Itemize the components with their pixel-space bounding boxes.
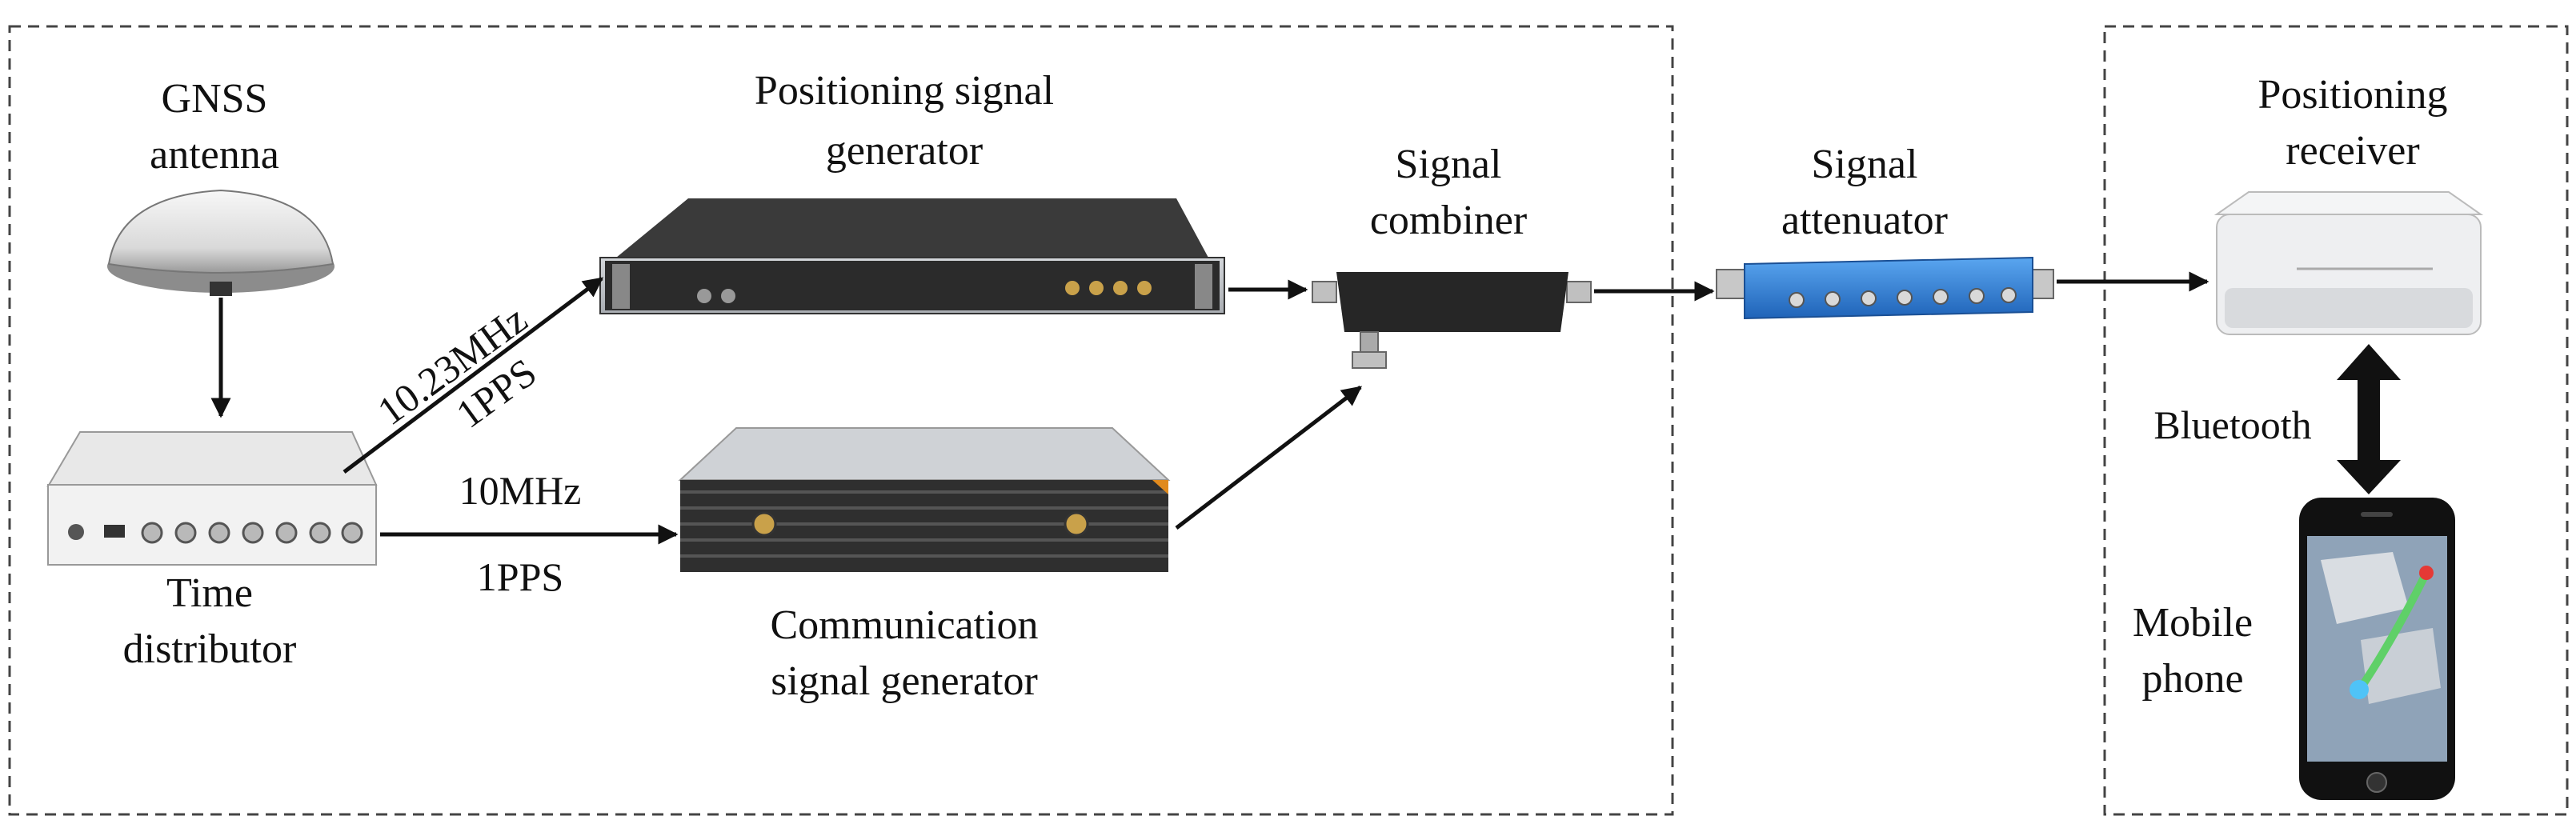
signal-attenuator-label-2: attenuator [1781,198,1948,243]
communication-signal-generator-label-1: Communication [770,602,1038,648]
positioning-receiver-label-1: Positioning [2258,72,2448,118]
receiver-group-box [2103,25,2569,816]
gnss-antenna-label-2: antenna [150,132,279,178]
positioning-receiver-label-2: receiver [2286,128,2419,174]
signal-attenuator-label-1: Signal [1812,142,1918,187]
signal-combiner-label-1: Signal [1396,142,1502,187]
link-label-lower-1pps: 1PPS [477,554,563,599]
communication-generator-to-combiner-arrow [1175,386,1362,530]
mobile-phone-icon [2299,498,2455,800]
mobile-phone-label-2: phone [2141,656,2243,702]
transmitter-group-box [8,25,1674,816]
time-distributor-label-1: Time [166,570,253,616]
gnss-antenna-label-1: GNSS [162,76,268,122]
communication-signal-generator-label-2: signal generator [771,658,1038,704]
time-distributor-label-2: distributor [123,626,297,672]
signal-combiner-icon [1312,272,1592,369]
bluetooth-link-arrow [2337,344,2401,494]
gnss-antenna-icon [107,189,335,296]
positioning-signal-generator-label-2: generator [826,128,983,174]
time-distributor-icon [46,431,378,566]
communication-signal-generator-icon [678,427,1171,572]
link-label-bluetooth: Bluetooth [2153,402,2311,447]
signal-attenuator-icon [1716,256,2054,320]
positioning-signal-generator-label-1: Positioning signal [755,68,1054,114]
positioning-receiver-icon [2213,191,2484,335]
distributor-to-positioning-generator-arrow [343,277,603,474]
signal-combiner-label-2: combiner [1370,198,1527,243]
positioning-signal-generator-icon [599,198,1225,314]
mobile-phone-label-1: Mobile [2133,600,2253,646]
link-label-10mhz: 10MHz [459,468,582,513]
